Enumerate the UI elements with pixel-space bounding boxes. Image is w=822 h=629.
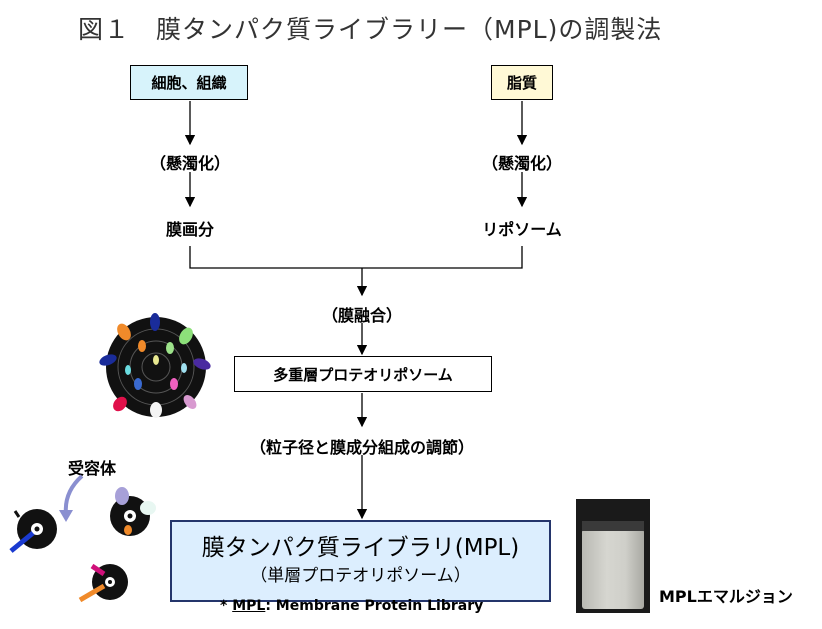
- emulsion-label: MPLエマルジョン: [659, 587, 793, 606]
- fusion-label: （膜融合）: [321, 306, 403, 325]
- adjustment-label: （粒子径と膜成分組成の調節）: [249, 438, 475, 457]
- footnote: * MPL: Membrane Protein Library: [220, 598, 483, 614]
- multilamellar-liposome-illustration: [99, 313, 211, 418]
- left-suspension-label: （懸濁化）: [149, 154, 231, 173]
- liposome-label: リポソーム: [482, 220, 562, 239]
- membrane-fraction-label: 膜画分: [165, 220, 215, 239]
- footnote-text: : Membrane Protein Library: [265, 598, 484, 614]
- footnote-abbr: MPL: [232, 598, 266, 614]
- mpl-emulsion-photo: [576, 499, 650, 613]
- mpl-result-subtitle: （単層プロテオリポソーム）: [250, 566, 471, 586]
- unilamellar-liposome-3: [78, 563, 128, 603]
- page-title: 図１ 膜タンパク質ライブラリー（MPL)の調製法: [78, 15, 663, 44]
- lipid-box: 脂質: [491, 65, 553, 100]
- right-suspension-label: （懸濁化）: [481, 154, 563, 173]
- mpl-result-title: 膜タンパク質ライブラリ(MPL): [201, 535, 520, 561]
- receptor-label: 受容体: [68, 459, 117, 478]
- unilamellar-liposome-1: [9, 509, 57, 553]
- footnote-star: *: [220, 598, 228, 614]
- emulsion-vial: [582, 529, 644, 609]
- vial-meniscus: [582, 521, 644, 531]
- unilamellar-liposome-2: [110, 487, 156, 536]
- receptor-pointer-arrow: [59, 474, 84, 522]
- mpl-result-box: 膜タンパク質ライブラリ(MPL) （単層プロテオリポソーム）: [170, 520, 551, 602]
- cell-tissue-box: 細胞、組織: [130, 65, 248, 100]
- multilamellar-box: 多重層プロテオリポソーム: [234, 356, 492, 392]
